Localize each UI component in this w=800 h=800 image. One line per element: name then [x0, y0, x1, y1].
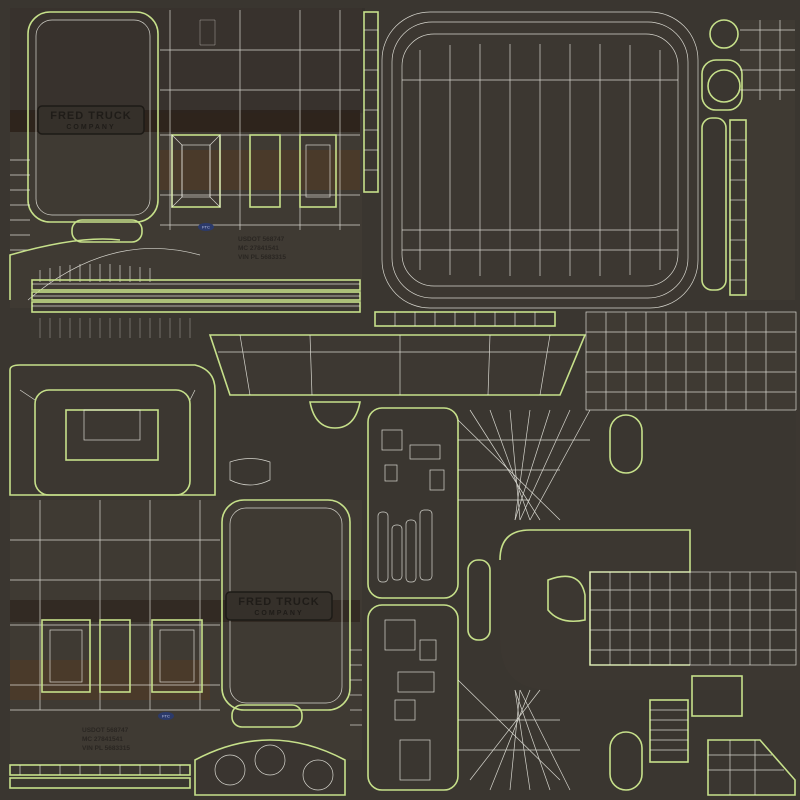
plate-line-3: VIN PL 5683315 [238, 254, 286, 261]
plate-line-1-bottom: USDOT 568747 [82, 727, 129, 734]
logo-line-2: COMPANY [66, 124, 115, 131]
logo-line-2-bottom: COMPANY [254, 610, 303, 617]
plate-line-3-bottom: VIN PL 5683315 [82, 745, 130, 752]
cab-side-panel-bottom: FRED TRUCK COMPANY USDOT 568747 MC 27841… [10, 499, 362, 796]
small-round-pieces-mid [229, 401, 361, 486]
badge-label-top: FTC [202, 225, 210, 230]
trim-strip-vertical [363, 11, 379, 193]
plate-line-1: USDOT 568747 [238, 236, 285, 243]
roof-panel [381, 11, 699, 309]
cab-side-panel-top: FRED TRUCK COMPANY USDOT 568747 MC 27841… [9, 8, 365, 308]
hood-piece [9, 364, 216, 496]
logo-line-1: FRED TRUCK [50, 110, 132, 122]
badge-label-bottom: FTC [162, 714, 170, 719]
plate-line-2-bottom: MC 27841541 [82, 736, 123, 743]
interior-panel [367, 407, 800, 796]
interior-floor [585, 311, 797, 411]
bumper-strips-top [31, 279, 361, 338]
bumper-strips-bottom [9, 764, 191, 789]
roof-corner-pieces [701, 19, 795, 300]
trim-strip-horizontal [374, 311, 556, 327]
front-visor-strip [208, 334, 587, 396]
plate-line-2: MC 27841541 [238, 245, 279, 252]
logo-line-1-bottom: FRED TRUCK [238, 596, 320, 608]
